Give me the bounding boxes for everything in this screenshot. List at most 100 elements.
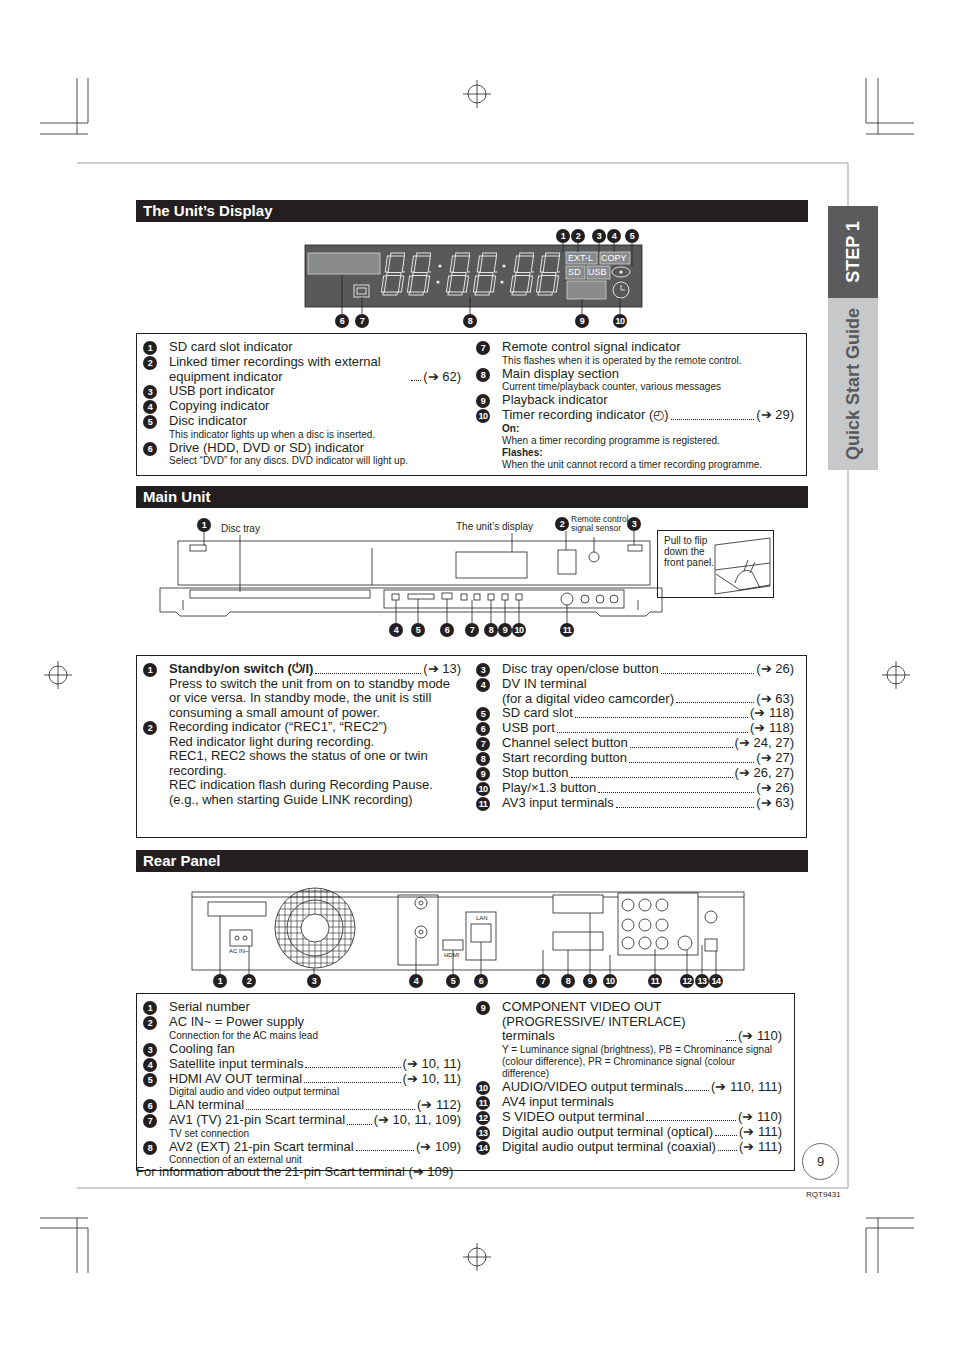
crop-marks-part bbox=[463, 80, 491, 108]
callout-number: 6 bbox=[143, 442, 157, 456]
item-line: This indicator lights up when a disc is … bbox=[169, 429, 461, 441]
dot-leader bbox=[557, 732, 748, 733]
list-item: 3 Cooling fan bbox=[143, 1042, 461, 1057]
item-note: When a timer recording programme is regi… bbox=[502, 435, 720, 446]
list-item: 4DV IN terminal(for a digital video camc… bbox=[476, 677, 794, 706]
callout-number: 6 bbox=[335, 314, 349, 328]
item-text: Digital audio output terminal (coaxial) bbox=[502, 1140, 716, 1155]
list-item: 9 Stop button(➔ 26, 27) bbox=[476, 766, 794, 781]
callout-number: 8 bbox=[476, 368, 490, 382]
item-line: SD card slot indicator bbox=[169, 340, 461, 355]
page-reference: (➔ 118) bbox=[750, 706, 794, 721]
rear-panel-part bbox=[678, 936, 692, 950]
callout-number: 7 bbox=[143, 1114, 157, 1128]
rear-panel-part bbox=[220, 913, 716, 974]
callout-number: 8 bbox=[476, 752, 490, 766]
item-body: Serial number bbox=[169, 1000, 461, 1015]
label-text: For information about the 21-pin Scart t… bbox=[136, 1164, 453, 1179]
item-body: Satellite input terminals(➔ 10, 11) bbox=[169, 1057, 461, 1072]
callout-number: 6 bbox=[440, 623, 454, 637]
item-line: TV set connection bbox=[169, 1128, 461, 1140]
item-line: Flashes: bbox=[502, 447, 794, 459]
rear-panel-part bbox=[471, 924, 491, 942]
item-text: Stop button bbox=[502, 766, 569, 781]
item-text: AV1 (TV) 21-pin Scart terminal bbox=[169, 1113, 345, 1128]
item-body: SD card slot(➔ 118) bbox=[502, 706, 794, 721]
callout-number: 9 bbox=[476, 767, 490, 781]
crop-marks bbox=[40, 78, 914, 1273]
unit-display-part-part bbox=[600, 252, 630, 264]
main-unit-front-part bbox=[610, 595, 618, 603]
unit-display-part bbox=[381, 253, 408, 295]
main-unit-front bbox=[160, 528, 662, 623]
dot-leader bbox=[411, 380, 421, 381]
item-line: Disc tray open/close button(➔ 26) bbox=[502, 662, 794, 677]
item-note: TV set connection bbox=[169, 1128, 249, 1139]
main-unit-front-part bbox=[558, 550, 576, 574]
item-body: DV IN terminal(for a digital video camco… bbox=[502, 677, 794, 706]
item-line: This flashes when it is operated by the … bbox=[502, 355, 794, 367]
unit-display-part-part bbox=[567, 281, 606, 299]
callout-number: 11 bbox=[648, 974, 662, 988]
main-unit-front-part-part bbox=[396, 599, 567, 623]
unit-display-part-part bbox=[563, 243, 632, 266]
callout-number: 2 bbox=[571, 229, 585, 243]
page-reference: (➔ 10, 11) bbox=[403, 1072, 461, 1087]
item-line: Serial number bbox=[169, 1000, 461, 1015]
item-line: When a timer recording programme is regi… bbox=[502, 435, 794, 447]
callout-number: 7 bbox=[536, 974, 550, 988]
rear-panel-part bbox=[622, 899, 634, 911]
item-text: SD card slot indicator bbox=[169, 339, 293, 354]
callout-number: 2 bbox=[143, 1016, 157, 1030]
item-text: Drive (HDD, DVD or SD) indicator bbox=[169, 440, 364, 455]
item-text: USB port indicator bbox=[169, 383, 275, 398]
item-line: Stop button(➔ 26, 27) bbox=[502, 766, 794, 781]
list-item: 3Disc tray open/close button(➔ 26) bbox=[476, 662, 794, 677]
dot-leader bbox=[629, 762, 754, 763]
unit-display-part bbox=[446, 253, 473, 295]
page-reference: (➔ 10, 11) bbox=[403, 1057, 461, 1072]
rear-panel-part bbox=[230, 930, 252, 946]
crop-marks-part bbox=[40, 1218, 88, 1273]
page-rules bbox=[77, 163, 848, 1188]
item-note: Connection for the AC mains lead bbox=[169, 1030, 318, 1041]
callout-number: 3 bbox=[143, 1043, 157, 1057]
main-unit-front-part-part bbox=[408, 594, 434, 599]
page-reference: (➔ 118) bbox=[750, 721, 794, 736]
unit-display-part bbox=[436, 264, 505, 283]
item-line: AV1 (TV) 21-pin Scart terminal(➔ 10, 11,… bbox=[169, 1113, 461, 1128]
list-item: 8Start recording button(➔ 27) bbox=[476, 751, 794, 766]
node-text: Pull to flip down the front panel. bbox=[664, 535, 718, 568]
description-box: 1Serial number2AC IN~ = Power supplyConn… bbox=[136, 993, 795, 1171]
callout-number: 1 bbox=[143, 1001, 157, 1015]
callout-number: 4 bbox=[409, 974, 423, 988]
callout-number: 1 bbox=[556, 229, 570, 243]
item-line: AV2 (EXT) 21-pin Scart terminal(➔ 109) bbox=[169, 1140, 461, 1155]
dot-leader bbox=[616, 807, 755, 808]
main-unit-front-part bbox=[384, 590, 624, 608]
item-body: Playback indicator bbox=[502, 393, 794, 408]
item-line: Press to switch the unit from on to stan… bbox=[169, 677, 461, 721]
list-item: 1 Serial number bbox=[143, 1000, 461, 1015]
unit-display-part bbox=[407, 253, 434, 295]
item-line: Cooling fan bbox=[169, 1042, 461, 1057]
description-column: 1Standby/on switch (⏻/I)(➔ 13)Press to s… bbox=[143, 662, 461, 807]
list-item: 2Recording indicator (“REC1”, “REC2”)Red… bbox=[143, 720, 461, 807]
callout-number: 12 bbox=[476, 1111, 490, 1125]
item-note: This indicator lights up when a disc is … bbox=[169, 429, 375, 440]
rear-panel-part bbox=[639, 937, 651, 949]
dot-leader bbox=[718, 1150, 737, 1151]
main-unit-front-part-part bbox=[204, 528, 634, 592]
rear-panel-part bbox=[705, 911, 717, 923]
unit-display-part-part bbox=[587, 266, 610, 279]
item-note: When the unit cannot record a timer reco… bbox=[502, 459, 762, 470]
rear-panel-part bbox=[656, 919, 668, 931]
unit-display-part bbox=[308, 253, 380, 274]
section-heading: The Unit’s Display bbox=[136, 200, 808, 222]
item-body: AV2 (EXT) 21-pin Scart terminal(➔ 109)Co… bbox=[169, 1140, 461, 1167]
main-unit-front-part-part bbox=[516, 594, 522, 600]
main-unit-front-part bbox=[190, 590, 370, 598]
main-unit-front-part bbox=[178, 541, 650, 585]
item-text: S VIDEO output terminal bbox=[502, 1110, 644, 1125]
label-text: Remote control signal sensor bbox=[571, 515, 633, 533]
